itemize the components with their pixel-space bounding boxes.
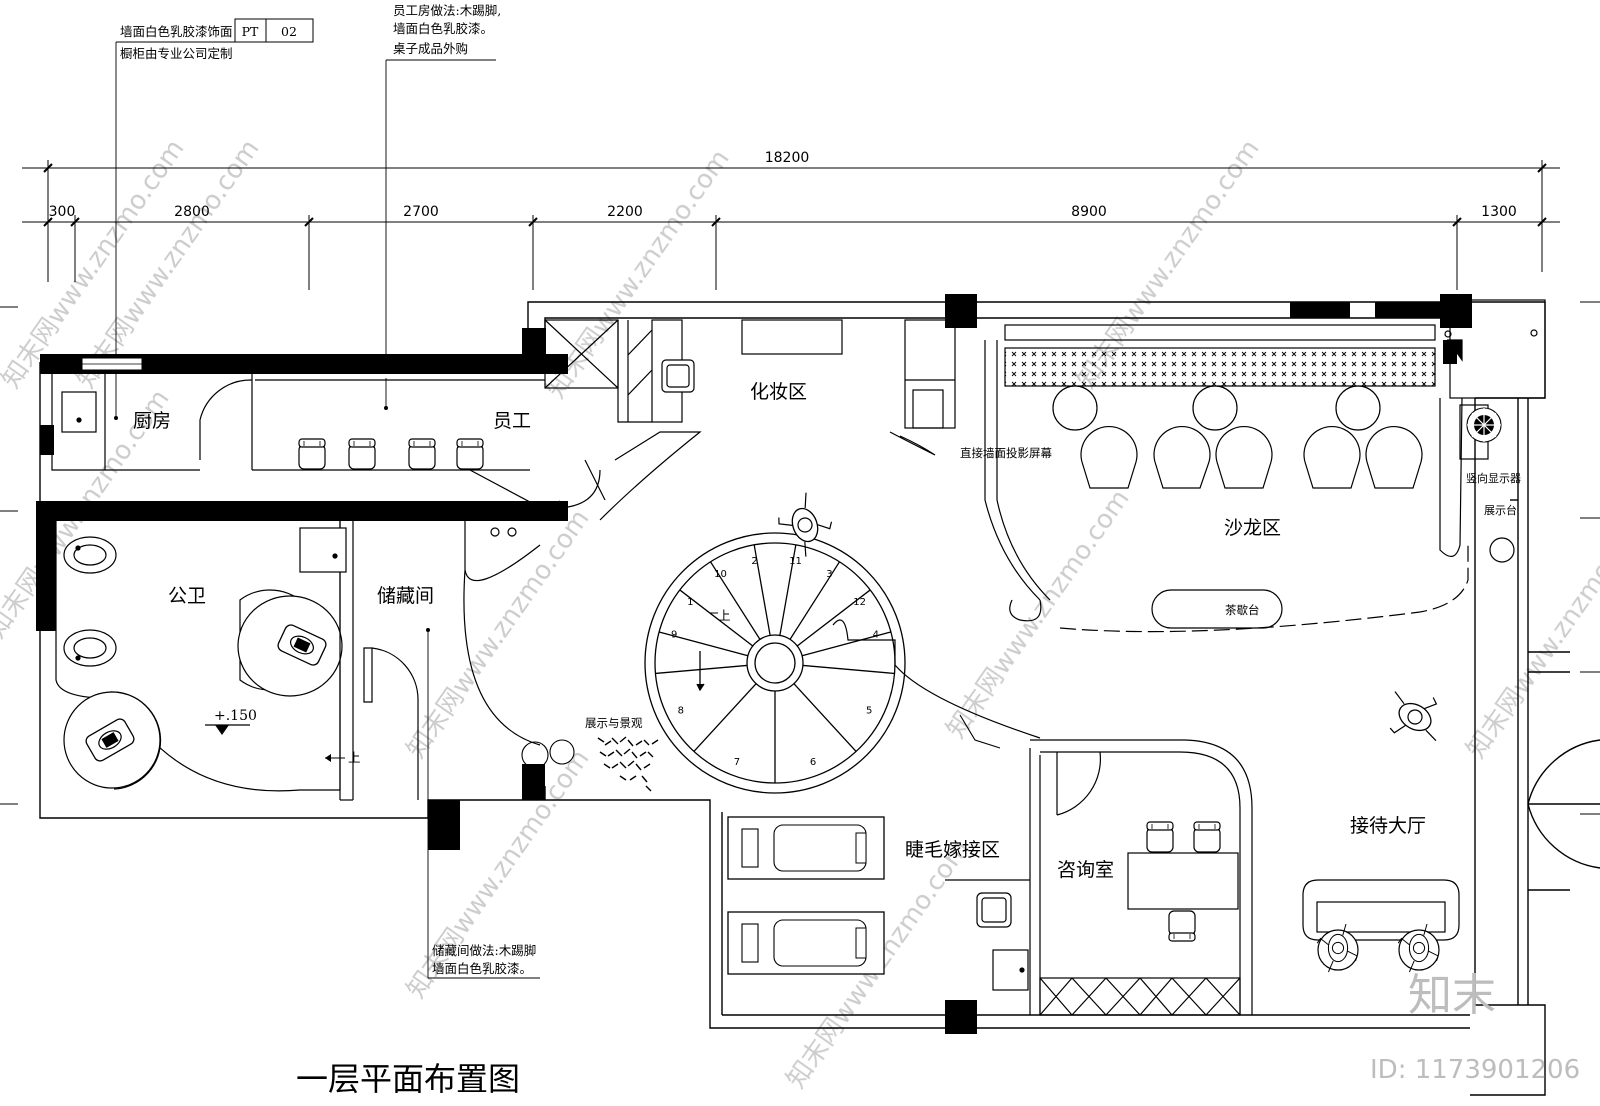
- room-label-toilet: 公卫: [168, 585, 206, 607]
- stair-wall: [832, 619, 1041, 739]
- wall-openings: [81, 357, 555, 378]
- room-label-staff: 员工: [493, 410, 531, 432]
- stair-number: 2: [751, 556, 757, 567]
- stair-tread-line: [779, 544, 797, 636]
- display-landscape-label: 展示与景观: [585, 716, 643, 730]
- dimension-texts: 18200 300 2800 2700 2200 8900 1300: [49, 150, 1517, 220]
- elevation-label: +.150: [214, 708, 257, 724]
- stair-number: 7: [734, 757, 740, 768]
- drawing-title: 一层平面布置图: [296, 1060, 520, 1098]
- plant-icon: [1466, 407, 1502, 443]
- elevation-mark: +.150 上: [205, 708, 361, 765]
- dimension-lines: [0, 160, 1600, 815]
- consult-room: [945, 739, 1253, 1016]
- salon-area: [984, 299, 1546, 633]
- stair-number: 9: [671, 630, 677, 641]
- stair-tread-line: [658, 631, 749, 657]
- staff-note-3: 桌子成品外购: [393, 41, 468, 56]
- stair-number: 8: [678, 705, 684, 716]
- stair-number: 6: [810, 757, 816, 768]
- dim-seg-1: 300: [49, 204, 76, 220]
- room-label-storage: 储藏间: [377, 585, 434, 607]
- room-label-consult: 咨询室: [1057, 859, 1114, 881]
- room-label-kitchen: 厨房: [133, 410, 171, 432]
- stair-tread-line: [655, 664, 748, 675]
- reception-chairs: [1316, 923, 1440, 973]
- staff-note-1: 员工房做法:木踢脚,: [393, 3, 501, 18]
- tea-bar-label: 茶歇台: [1225, 603, 1260, 617]
- room-label-makeup: 化妆区: [750, 381, 807, 403]
- room-label-eyelash: 睫毛嫁接区: [905, 839, 1000, 861]
- stair-number: 10: [714, 569, 727, 580]
- eyelash-beds: [727, 816, 885, 975]
- stair-tread-line: [789, 561, 841, 640]
- stair-tread-line: [801, 631, 892, 657]
- dim-seg-6: 1300: [1481, 204, 1517, 220]
- kitchen-note-2: 橱柜由专业公司定制: [120, 46, 233, 61]
- dim-seg-2: 2800: [174, 204, 210, 220]
- id-watermark: ID: 1173901206: [1370, 1055, 1580, 1085]
- stair-tread-line: [802, 664, 895, 675]
- storage-note-1: 储藏间做法:木踢脚: [432, 943, 536, 958]
- person-figure-2: [1376, 678, 1455, 754]
- stair-number: 5: [866, 705, 872, 716]
- step-up-label: 上: [348, 750, 361, 765]
- kitchen-area: [51, 374, 561, 511]
- tag-pt: PT: [242, 24, 259, 39]
- dim-total: 18200: [765, 150, 810, 166]
- stair-number: 1: [687, 597, 693, 608]
- annotation-labels: 直接墙面投影屏幕 竖向显示器 展示台 茶歇台 展示与景观: [585, 446, 1521, 730]
- stair-up-label: 上: [718, 608, 731, 623]
- tag-num: 02: [281, 24, 297, 39]
- kitchen-note-1: 墙面白色乳胶漆饰面: [120, 24, 233, 39]
- salon-seating: [1052, 385, 1423, 489]
- dim-seg-3: 2700: [403, 204, 439, 220]
- watermark-7: 知末网www.znzmo.com: [941, 484, 1135, 744]
- spiral-stair: [644, 532, 906, 794]
- stair-number: 3: [826, 569, 832, 580]
- brand-watermark: 知末: [1408, 970, 1496, 1021]
- stair-tread-line: [793, 683, 857, 752]
- projection-label: 直接墙面投影屏幕: [960, 446, 1052, 460]
- watermark-8: 知末网www.znzmo.com: [1461, 504, 1600, 764]
- staff-chairs: [298, 438, 484, 470]
- display-stand-label: 展示台: [1484, 503, 1517, 517]
- makeup-area: [544, 319, 956, 521]
- room-label-salon: 沙龙区: [1224, 517, 1281, 539]
- room-label-reception: 接待大厅: [1350, 815, 1426, 837]
- staff-note-2: 墙面白色乳胶漆。: [393, 21, 493, 36]
- stair-tread-line: [796, 589, 871, 647]
- stair-number: 4: [873, 630, 879, 641]
- stair-treads: [655, 544, 895, 783]
- dim-seg-5: 8900: [1071, 204, 1107, 220]
- stair-tread-line: [709, 561, 761, 640]
- dim-seg-4: 2200: [607, 204, 643, 220]
- stair-number: 11: [789, 556, 802, 567]
- storage-note-2: 墙面白色乳胶漆。: [432, 961, 532, 976]
- landscape-planter: [521, 736, 659, 792]
- reception-desk: [1302, 879, 1460, 941]
- stair-tread-line: [679, 589, 754, 647]
- stair-number: 12: [853, 597, 866, 608]
- vertical-display-label: 竖向显示器: [1466, 471, 1521, 485]
- watermark-6: 知末网www.znzmo.com: [401, 504, 595, 764]
- room-labels: 厨房 员工 化妆区 沙龙区 公卫 储藏间 睫毛嫁接区 咨询室 接待大厅: [133, 381, 1426, 881]
- stair-tread-line: [753, 544, 771, 636]
- stair-gate: [959, 714, 1001, 749]
- stair-tread-line: [693, 683, 757, 752]
